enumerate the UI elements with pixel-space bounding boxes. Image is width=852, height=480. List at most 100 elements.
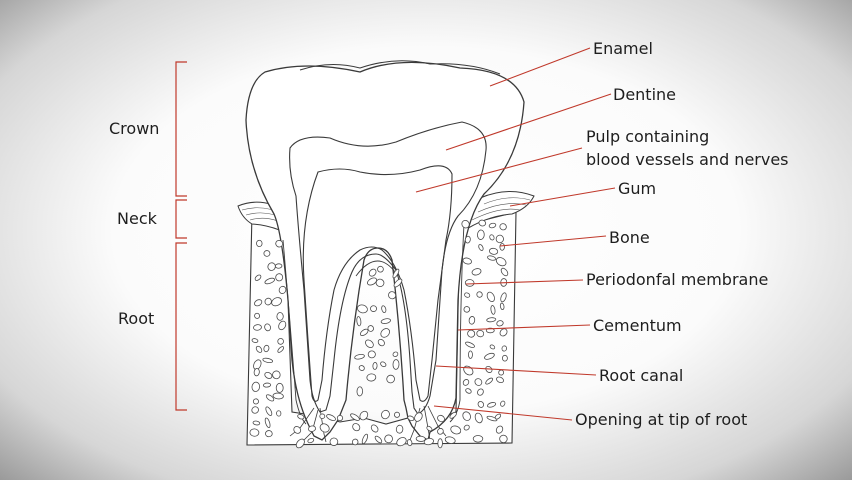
- bone-cell: [356, 386, 363, 397]
- bone-cell: [359, 410, 369, 421]
- bone-cell: [254, 312, 261, 319]
- section-brackets: [175, 61, 187, 411]
- bone-cell: [392, 359, 400, 370]
- bone-cell: [381, 409, 390, 420]
- bone-cell: [380, 361, 387, 368]
- neck-bracket: [175, 199, 187, 239]
- bone-cell: [367, 277, 378, 286]
- leader-line-bone: [499, 235, 607, 247]
- bone-cell: [463, 424, 470, 431]
- bone-cell: [351, 438, 359, 446]
- bone-cell: [392, 268, 400, 279]
- bone-cell: [487, 402, 497, 408]
- bone-cell: [462, 257, 472, 265]
- bone-cell: [463, 306, 471, 313]
- bone-cell: [295, 438, 305, 449]
- bone-cell: [478, 244, 484, 251]
- bone-cell: [278, 285, 287, 294]
- bone-cell: [437, 438, 443, 449]
- bone-cell: [462, 411, 471, 421]
- bone-cell: [464, 279, 475, 287]
- bone-cell: [490, 305, 496, 315]
- bone-cell: [253, 368, 260, 377]
- bone-cell: [464, 292, 471, 298]
- bone-cell: [275, 239, 284, 248]
- label-opening: Opening at tip of root: [575, 410, 748, 429]
- bone-cell: [254, 299, 263, 307]
- bone-cell: [476, 329, 485, 338]
- bone-cell: [488, 247, 499, 255]
- bone-cell: [501, 345, 507, 352]
- bone-cell: [358, 365, 365, 371]
- bone-cell: [254, 274, 262, 281]
- bone-cell: [264, 297, 272, 306]
- bone-cell: [336, 414, 344, 422]
- bone-cell: [486, 291, 495, 302]
- bone-cell: [395, 424, 404, 434]
- bone-cell: [264, 371, 273, 379]
- bone-cell: [253, 324, 262, 331]
- bone-cell: [271, 297, 282, 307]
- bone-cell: [393, 278, 403, 288]
- bone-cell: [461, 219, 470, 229]
- bone-cell: [499, 243, 505, 251]
- bone-cell: [277, 346, 285, 353]
- bone-cell: [276, 410, 282, 417]
- label-cementum: Cementum: [593, 316, 682, 335]
- bone-cell: [276, 312, 284, 321]
- leader-line-enamel: [489, 47, 591, 87]
- bone-cell: [449, 411, 457, 419]
- bone-cell: [476, 291, 483, 298]
- nerve-fiber: [303, 409, 319, 441]
- bone-cell: [392, 351, 399, 357]
- bone-cell: [263, 344, 270, 353]
- bone-cell: [477, 401, 485, 408]
- bone-cell: [265, 406, 273, 416]
- bone-cell: [262, 357, 274, 364]
- leader-line-pulp: [415, 147, 583, 193]
- section-label-neck: Neck: [117, 209, 157, 228]
- bone-cell: [499, 328, 508, 337]
- bone-cell: [437, 428, 444, 435]
- bone-cell: [444, 436, 456, 444]
- leader-line-dentine: [445, 93, 612, 151]
- bone-cell: [352, 423, 361, 432]
- bone-cell: [262, 382, 272, 388]
- bone-cell: [272, 392, 284, 400]
- bone-cell: [388, 291, 397, 300]
- bone-cell: [329, 437, 339, 446]
- label-pulp-line2: blood vessels and nerves: [586, 150, 789, 169]
- bone-cell: [275, 273, 284, 282]
- bone-cell: [474, 412, 483, 424]
- bone-cell: [407, 415, 415, 422]
- bone-cell: [265, 430, 273, 438]
- bone-cell: [465, 341, 475, 348]
- bone-cell: [350, 413, 360, 421]
- bone-cell: [377, 338, 385, 347]
- bone-cell: [494, 413, 502, 420]
- bone-texture: [249, 219, 509, 449]
- bone-cell: [484, 352, 495, 360]
- leader-line-periodontal: [465, 279, 584, 285]
- bone-cell: [394, 411, 401, 418]
- bone-cell: [485, 377, 494, 385]
- bone-cell: [465, 388, 472, 394]
- bone-cell: [354, 353, 365, 360]
- root-bracket: [175, 242, 187, 411]
- bone-cell: [468, 350, 473, 359]
- leader-line-cementum: [457, 324, 591, 331]
- bone-cell: [249, 428, 260, 437]
- bone-cell: [468, 316, 476, 325]
- bone-cell: [499, 434, 508, 444]
- label-pulp-line1: Pulp containing: [586, 127, 710, 146]
- bone-cell: [414, 412, 423, 422]
- bone-cell: [477, 388, 484, 396]
- bone-cell: [450, 425, 462, 435]
- bone-cell: [326, 414, 336, 421]
- bone-cell: [471, 268, 482, 276]
- bone-cell: [370, 424, 379, 433]
- bone-cell: [467, 329, 476, 338]
- bone-cell: [496, 376, 504, 384]
- bone-cell: [367, 350, 376, 359]
